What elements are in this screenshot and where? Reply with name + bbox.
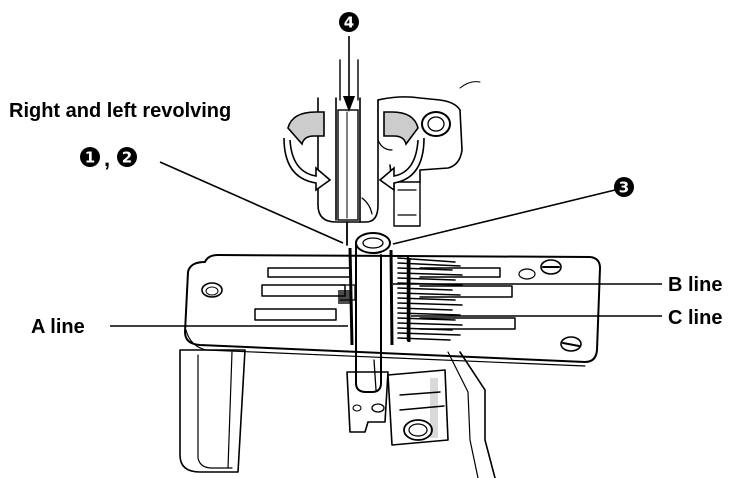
a-line-marker: [348, 247, 354, 346]
feed-slots-left: [254, 267, 356, 321]
leader-1-2: [159, 161, 344, 244]
a-line-label: A line: [31, 316, 85, 338]
rotation-arrow-left: [283, 111, 332, 192]
c-line-label: C line: [668, 307, 722, 329]
b-line-marker: [389, 249, 394, 346]
bed-left-leg: [179, 349, 246, 473]
gauge-post: [355, 232, 391, 393]
callout-1: 1: [80, 147, 100, 167]
plate-screw-bottom-right: [560, 336, 582, 352]
machine-illustration: [179, 59, 601, 478]
svg-text:1: 1: [85, 149, 95, 167]
feed-slots-right: [419, 267, 516, 330]
throat-plate: [184, 254, 601, 363]
leader-4-arrowhead: [343, 96, 355, 112]
thread-guide: [377, 81, 481, 227]
foot-screw: [403, 419, 433, 441]
svg-text:2: 2: [122, 149, 132, 167]
guide-screw: [421, 111, 451, 137]
plate-screw-top-right: [540, 259, 562, 275]
bed-right-frame: [459, 351, 496, 478]
callout-3: 3: [614, 177, 634, 197]
needle-bar-holder: [317, 97, 379, 223]
callout-separator: ,: [104, 146, 110, 171]
svg-text:4: 4: [344, 14, 354, 32]
leader-3: [392, 189, 616, 245]
plate-hole-right: [518, 268, 536, 280]
presser-foot: [346, 369, 449, 446]
leader-lines: [110, 36, 662, 327]
plate-screw-hole-left: [201, 282, 223, 298]
b-line-label: B line: [668, 274, 722, 296]
revolving-label: Right and left revolving: [9, 100, 231, 122]
svg-text:3: 3: [619, 179, 629, 197]
rotation-arrow-right: [378, 111, 425, 192]
callout-4: 4: [339, 12, 359, 32]
callout-2: 2: [117, 147, 137, 167]
